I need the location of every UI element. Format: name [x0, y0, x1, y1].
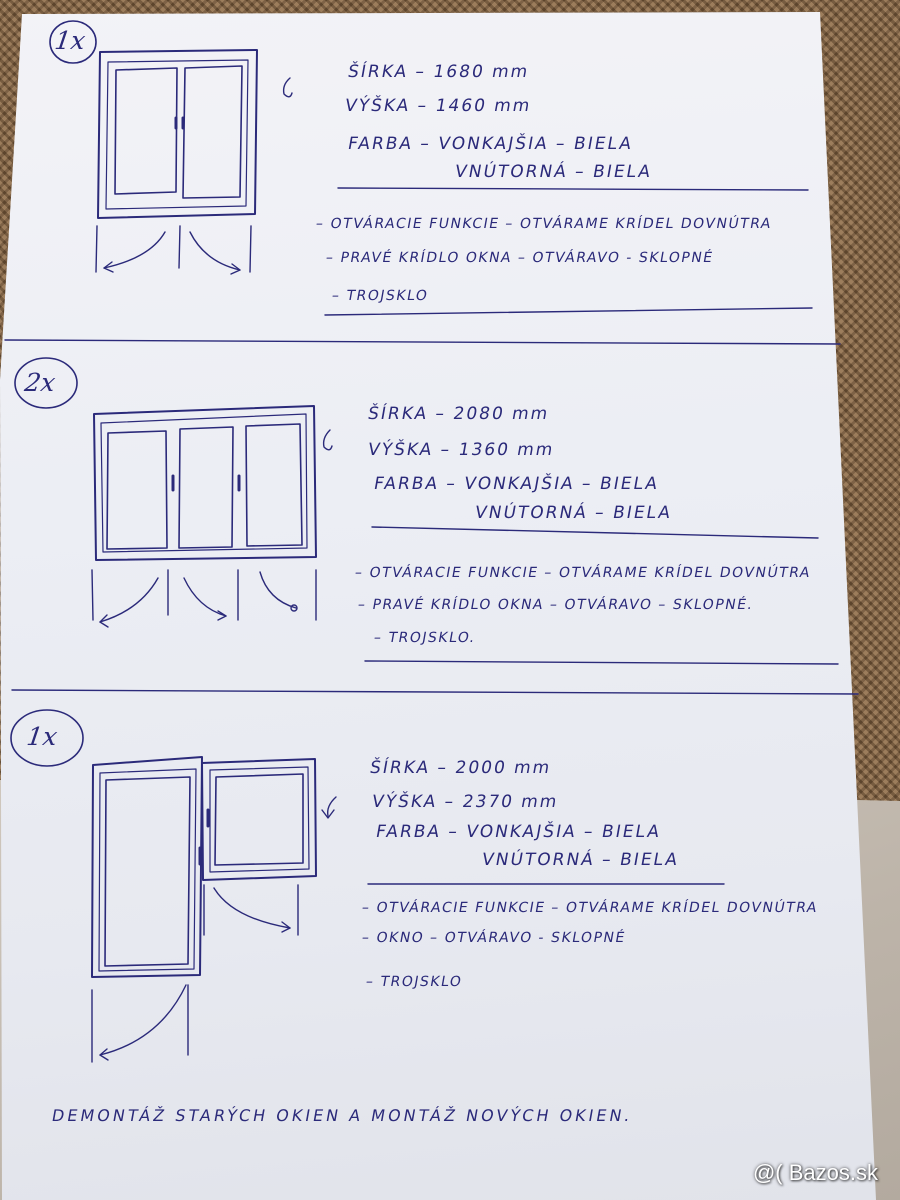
window-1-drawing — [95, 49, 293, 275]
window-3-note-2: – OKNO – OTVÁRAVO - SKLOPNÉ — [360, 930, 628, 946]
window-1-quantity: 1x — [52, 26, 88, 55]
quantity-circle-3 — [10, 709, 84, 767]
window-1-width: ŠÍRKA – 1680 mm — [346, 62, 531, 82]
window-3-color-outer: FARBA – VONKAJŠIA – BIELA — [374, 822, 663, 842]
window-3-drawing — [91, 756, 337, 1063]
window-2-note-2: – PRAVÉ KRÍDLO OKNA – OTVÁRAVO – SKLOPNÉ… — [356, 597, 755, 613]
underline-w2-notes — [364, 660, 839, 665]
window-3-note-1: – OTVÁRACIE FUNKCIE – OTVÁRAME KRÍDEL DO… — [360, 900, 820, 916]
window-2-drawing — [91, 405, 333, 628]
window-1-color-inner: VNÚTORNÁ – BIELA — [453, 162, 654, 182]
section-divider-2 — [11, 689, 859, 695]
footer-note: DEMONTÁŽ STARÝCH OKIEN A MONTÁŽ NOVÝCH O… — [50, 1106, 635, 1125]
underline-w1-notes — [324, 307, 813, 316]
window-3-color-inner: VNÚTORNÁ – BIELA — [480, 850, 681, 870]
window-2-width: ŠÍRKA – 2080 mm — [366, 404, 551, 424]
bazos-watermark: @( Bazos.sk — [752, 1160, 878, 1185]
window-2-color-outer: FARBA – VONKAJŠIA – BIELA — [372, 474, 661, 494]
window-1-height: VÝŠKA – 1460 mm — [343, 96, 534, 116]
window-2-note-1: – OTVÁRACIE FUNKCIE – OTVÁRAME KRÍDEL DO… — [353, 565, 813, 581]
underline-w2-colors — [371, 526, 819, 539]
window-2-color-inner: VNÚTORNÁ – BIELA — [473, 503, 674, 523]
window-2-quantity: 2x — [22, 368, 58, 397]
window-2-height: VÝŠKA – 1360 mm — [366, 440, 557, 460]
section-divider-1 — [4, 339, 841, 345]
window-1-color-outer: FARBA – VONKAJŠIA – BIELA — [346, 134, 635, 154]
window-2-note-3: – TROJSKLO. — [372, 630, 478, 646]
window-3-width: ŠÍRKA – 2000 mm — [368, 758, 553, 778]
window-1-note-3: – TROJSKLO — [330, 288, 430, 304]
underline-w1-colors — [337, 187, 809, 191]
window-3-quantity: 1x — [24, 722, 60, 751]
quantity-circle-1 — [49, 20, 97, 64]
window-1-note-1: – OTVÁRACIE FUNKCIE – OTVÁRAME KRÍDEL DO… — [314, 216, 774, 232]
window-3-height: VÝŠKA – 2370 mm — [370, 792, 561, 812]
window-1-note-2: – PRAVÉ KRÍDLO OKNA – OTVÁRAVO - SKLOPNÉ — [324, 250, 715, 266]
quantity-circle-2 — [14, 357, 78, 409]
window-3-note-3: – TROJSKLO — [364, 974, 464, 990]
